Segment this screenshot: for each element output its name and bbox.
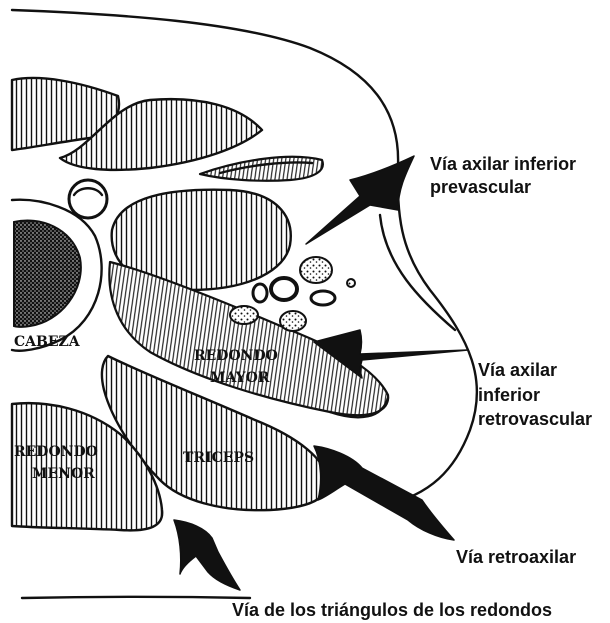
vessel-ring-right [311,291,335,305]
label-redondo-mayor-2: MAYOR [210,370,270,386]
nerve-1 [230,306,258,324]
axillary-vein [271,278,297,300]
label-cabeza: CABEZA [14,334,81,350]
label-retrovascular-3: retrovascular [478,409,592,429]
label-prevascular-2: prevascular [430,177,531,197]
label-triangulos: Vía de los triángulos de los redondos [232,600,552,620]
label-redondo-menor-2: MENOR [32,466,95,482]
arrow-triangulos [174,520,240,590]
label-retrovascular-2: inferior [478,385,540,405]
humeral-head [14,221,81,327]
label-retroaxilar: Vía retroaxilar [456,547,576,567]
vessel-ring-left [253,284,267,302]
spindle-muscle [200,157,323,181]
label-prevascular-1: Vía axilar inferior [430,154,576,174]
round-structure [69,180,107,218]
bottom-line [22,597,250,598]
arrow-retroaxilar [314,446,454,540]
axillary-artery [300,257,332,283]
label-retrovascular-1: Vía axilar [478,360,557,380]
small-vessel-1 [347,279,355,287]
label-triceps: TRICEPS [183,450,254,466]
label-redondo-menor-1: REDONDO [14,444,98,460]
label-redondo-mayor-1: REDONDO [194,348,278,364]
nerve-2 [280,311,306,331]
